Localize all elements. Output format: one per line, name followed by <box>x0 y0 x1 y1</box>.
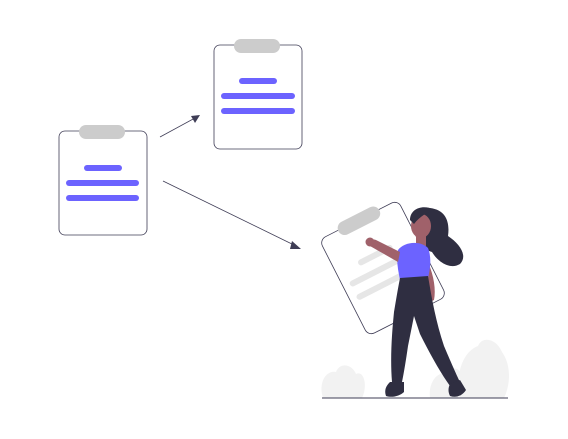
plant-right-large <box>458 339 509 398</box>
person-pants <box>391 276 460 386</box>
clipboard-top-right-line-2 <box>221 93 295 99</box>
clipboard-left-clip <box>79 125 125 139</box>
clipboard-left-line-2 <box>66 180 139 186</box>
arrow-to-person <box>162 180 301 249</box>
person-hand <box>365 237 375 247</box>
clipboard-top-right-clip <box>234 39 280 53</box>
person-shoe-right <box>448 380 466 397</box>
person-arm-front <box>369 239 400 262</box>
clipboard-left-line-3 <box>66 195 139 201</box>
arrowhead-icon <box>290 241 301 249</box>
arrow-to-top-right <box>159 115 200 138</box>
clipboard-left <box>58 125 148 236</box>
person-shirt <box>397 242 431 280</box>
person-holding-clipboard <box>365 207 466 397</box>
clipboard-left-line-1 <box>84 165 122 171</box>
plants <box>321 339 509 398</box>
arrowhead-icon <box>191 115 200 123</box>
clipboard-top-right-line-3 <box>221 108 295 114</box>
plant-left <box>321 365 365 398</box>
clipboard-top-right-line-1 <box>239 78 277 84</box>
person-neck <box>416 234 426 246</box>
clipboard-top-right <box>213 39 303 150</box>
person-shoe-left <box>385 382 404 397</box>
clipboard-held-clip <box>337 206 381 236</box>
